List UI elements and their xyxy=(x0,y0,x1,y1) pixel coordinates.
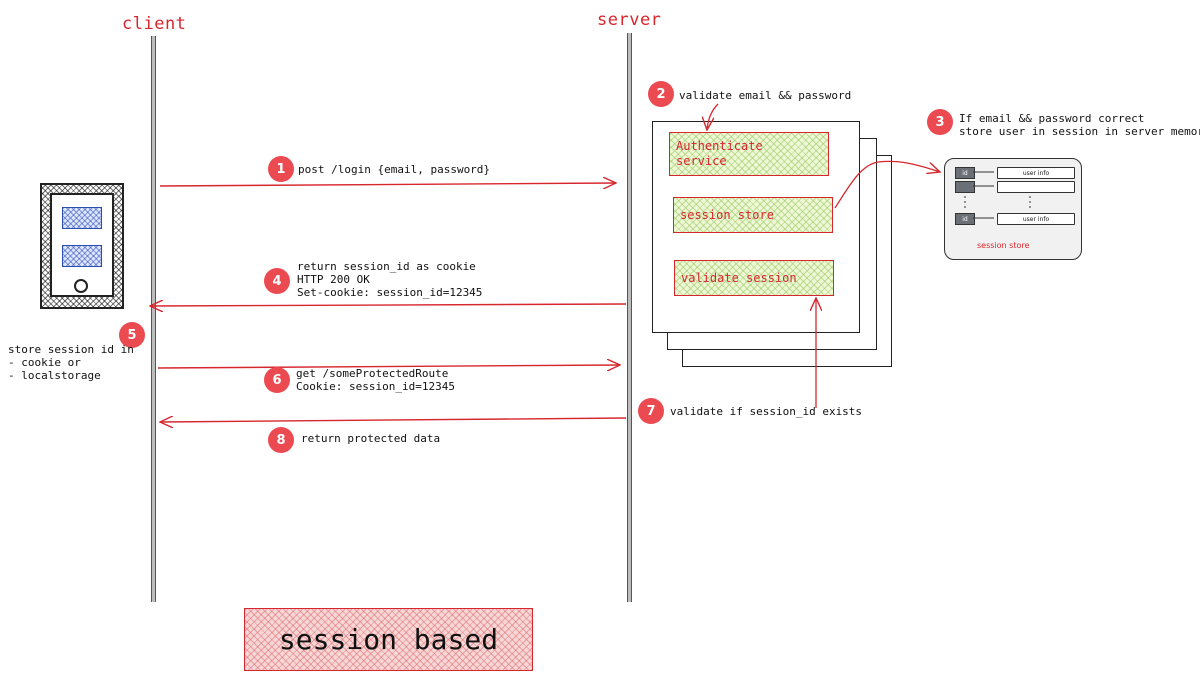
step-label: post /login {email, password} xyxy=(298,163,491,176)
step-badge: 1 xyxy=(268,156,294,182)
client-lifeline xyxy=(151,36,156,602)
session-store-card: id user info id user info session store xyxy=(944,158,1082,260)
step-label: return session_id as cookie HTTP 200 OK … xyxy=(297,260,483,299)
store-row-info: user info xyxy=(997,167,1075,179)
protected-route-request-arrow xyxy=(157,365,620,368)
store-row-id: id xyxy=(955,213,975,225)
client-device-icon xyxy=(40,183,124,309)
store-row-info xyxy=(997,181,1075,193)
server-lifeline xyxy=(627,33,632,602)
step-badge: 6 xyxy=(264,367,290,393)
store-user-connector xyxy=(834,160,940,209)
session-store-box: session store xyxy=(673,197,833,233)
step-badge: 8 xyxy=(268,427,294,453)
step-label: store session id in - cookie or - locals… xyxy=(8,343,134,382)
store-row-id: id xyxy=(955,167,975,179)
session-cookie-response-arrow xyxy=(150,304,627,306)
step-label: validate if session_id exists xyxy=(670,405,863,418)
protected-data-response-arrow xyxy=(160,418,627,422)
step-badge: 5 xyxy=(119,322,145,348)
validate-session-box: validate session xyxy=(674,260,834,296)
device-screen-bottom xyxy=(62,245,102,267)
step-label: validate email && password xyxy=(679,89,852,102)
step-badge: 3 xyxy=(927,109,953,135)
store-row-id xyxy=(955,181,975,193)
validate-credentials-pointer xyxy=(707,103,719,130)
store-row-info: user info xyxy=(997,213,1075,225)
step-label: If email && password correct store user … xyxy=(959,112,1200,138)
login-request-arrow xyxy=(159,183,616,186)
step-badge: 4 xyxy=(264,268,290,294)
session-store-caption: session store xyxy=(977,241,1030,250)
step-badge: 2 xyxy=(648,81,674,107)
authenticate-service-box: Authenticate service xyxy=(669,132,829,176)
device-body xyxy=(50,193,114,297)
diagram-title: session based xyxy=(244,608,533,671)
step-label: return protected data xyxy=(301,432,441,445)
device-screen-top xyxy=(62,207,102,229)
step-badge: 7 xyxy=(638,398,664,424)
server-lane-title: server xyxy=(597,10,662,30)
client-lane-title: client xyxy=(122,14,187,34)
step-label: get /someProtectedRoute Cookie: session_… xyxy=(296,367,455,393)
device-home-button xyxy=(74,279,88,293)
